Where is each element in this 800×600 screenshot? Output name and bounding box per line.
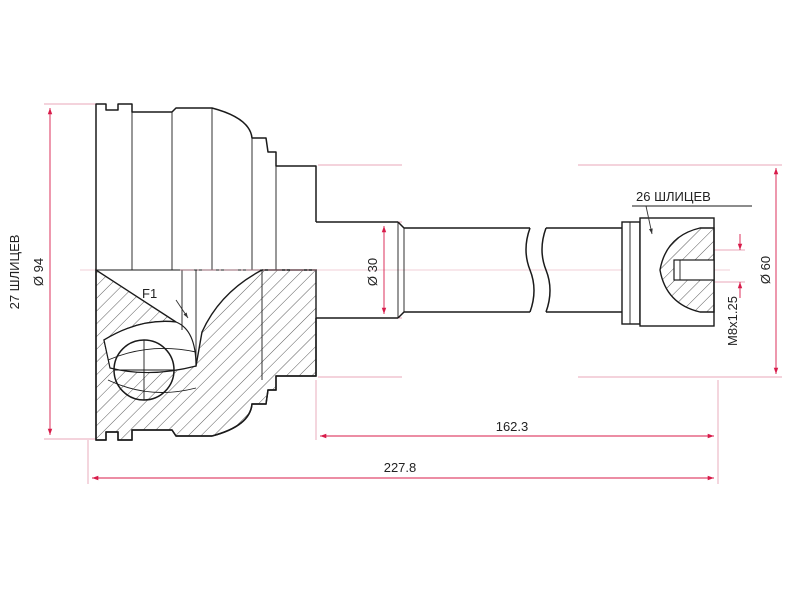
extension-lines xyxy=(44,103,782,484)
label-stub-diameter: Ø 60 xyxy=(758,256,773,284)
label-outer-splines: 26 ШЛИЦЕВ xyxy=(636,189,711,204)
label-total-length: 227.8 xyxy=(384,460,417,475)
label-feature: F1 xyxy=(142,286,157,301)
spline-end xyxy=(621,205,715,327)
label-thread: M8x1.25 xyxy=(725,296,740,346)
label-outer-diameter: Ø 94 xyxy=(31,258,46,286)
label-inner-splines: 27 ШЛИЦЕВ xyxy=(7,235,22,310)
outer-housing xyxy=(95,103,317,441)
stub-shaft xyxy=(316,221,622,319)
label-stub-length: 162.3 xyxy=(496,419,529,434)
dimension-lines xyxy=(47,108,779,481)
label-shaft-diameter: Ø 30 xyxy=(365,258,380,286)
